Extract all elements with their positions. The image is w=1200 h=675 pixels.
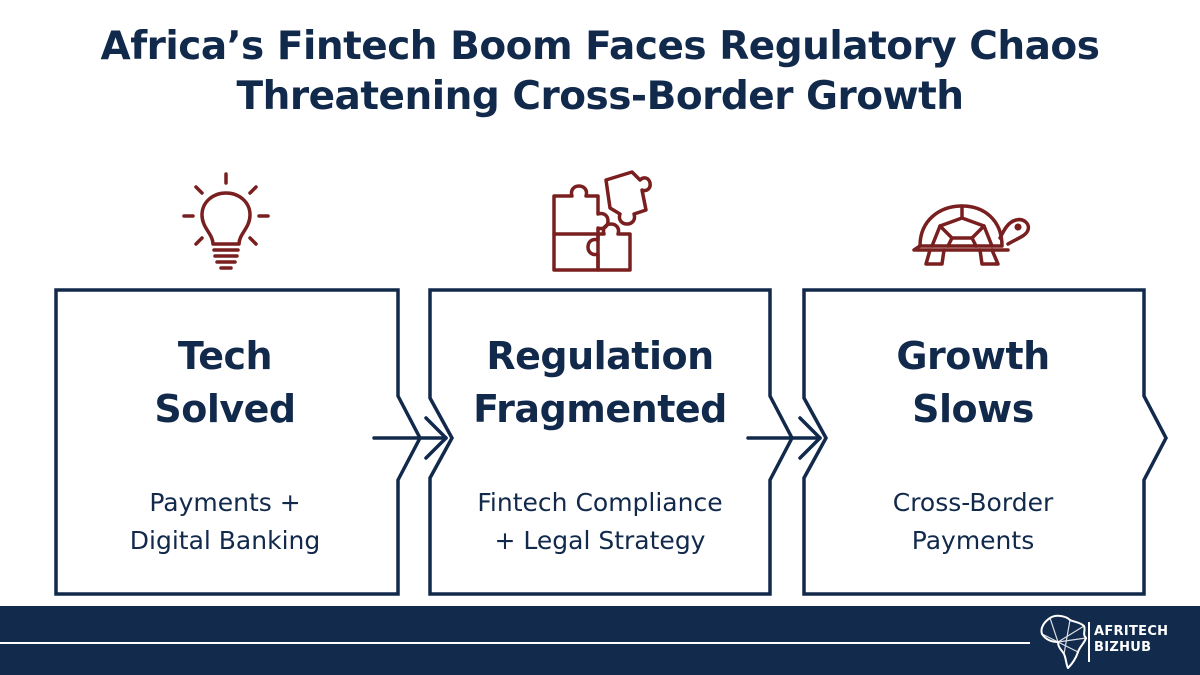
card-heading-line: Fragmented	[473, 387, 727, 431]
card-heading-line: Tech	[177, 334, 273, 378]
card-subtext: Cross-Border Payments	[808, 484, 1138, 560]
card-frame-tech	[54, 288, 422, 596]
arrow-1-head	[424, 416, 448, 460]
puzzle-icon	[552, 170, 652, 272]
card-frame-regulation	[428, 288, 794, 596]
card-growth: Growth Slows Cross-Border Payments	[808, 330, 1138, 560]
card-regulation: Regulation Fragmented Fintech Compliance…	[435, 330, 765, 560]
page-title: Africa’s Fintech Boom Faces Regulatory C…	[0, 22, 1200, 122]
card-heading-line: Slows	[912, 387, 1034, 431]
turtle-icon	[912, 204, 1031, 266]
africa-map-icon	[1040, 614, 1087, 669]
title-line-1: Africa’s Fintech Boom Faces Regulatory C…	[100, 24, 1100, 69]
card-subtext-line: + Legal Strategy	[494, 526, 706, 555]
card-heading-line: Solved	[154, 387, 296, 431]
brand-line: AFRITECH	[1094, 624, 1169, 639]
footer-divider-line	[0, 642, 1030, 644]
card-heading-line: Regulation	[486, 334, 714, 378]
brand-logo[interactable]: AFRITECH BIZHUB	[1036, 612, 1196, 672]
brand-divider	[1088, 622, 1090, 662]
card-heading-line: Growth	[896, 334, 1050, 378]
lightbulb-icon	[182, 172, 270, 270]
card-subtext-line: Fintech Compliance	[477, 488, 723, 517]
card-subtext-line: Cross-Border	[892, 488, 1054, 517]
card-subtext: Payments + Digital Banking	[60, 484, 390, 560]
card-subtext-line: Payments	[911, 526, 1035, 555]
card-heading: Tech Solved	[60, 330, 390, 436]
arrow-2-head	[798, 416, 822, 460]
card-heading: Regulation Fragmented	[435, 330, 765, 436]
card-subtext: Fintech Compliance + Legal Strategy	[435, 484, 765, 560]
title-line-2: Threatening Cross-Border Growth	[236, 74, 964, 119]
brand-line: BIZHUB	[1094, 640, 1152, 655]
card-heading: Growth Slows	[808, 330, 1138, 436]
footer-band: AFRITECH BIZHUB	[0, 606, 1200, 675]
card-tech: Tech Solved Payments + Digital Banking	[60, 330, 390, 560]
card-subtext-line: Digital Banking	[129, 526, 321, 555]
card-subtext-line: Payments +	[149, 488, 301, 517]
brand-name: AFRITECH BIZHUB	[1094, 624, 1168, 656]
card-frame-growth	[802, 288, 1168, 596]
